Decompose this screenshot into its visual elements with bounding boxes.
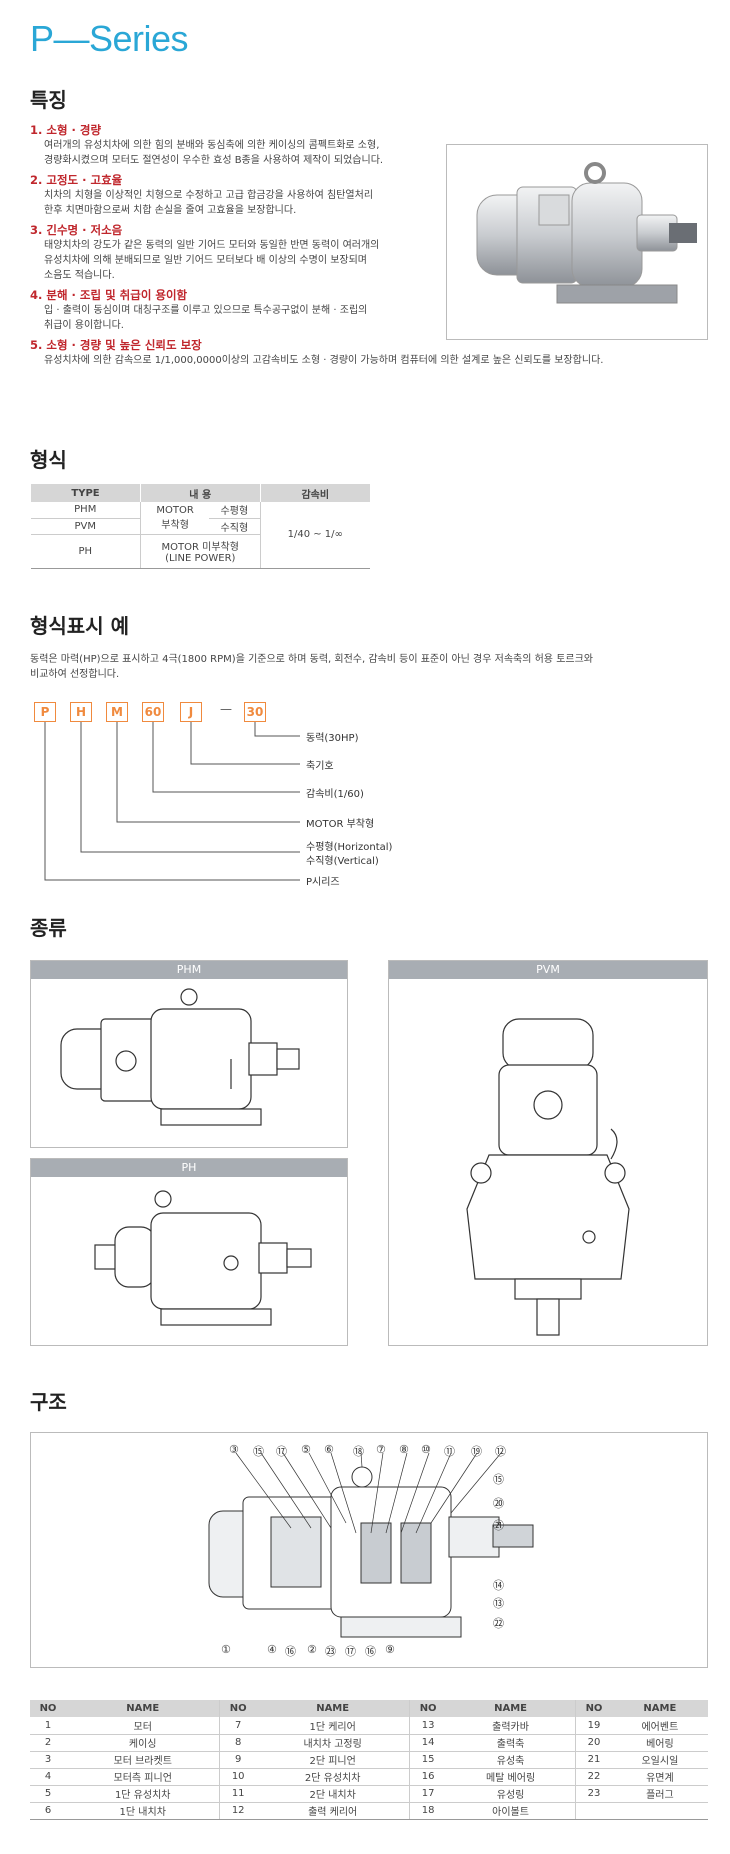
types-table: TYPE 내 용 감속비 PHM MOTOR 부착형 수평형 1/40 ~ 1/… bbox=[30, 484, 370, 569]
types-header-content: 내 용 bbox=[140, 484, 260, 502]
pvm-drawing bbox=[466, 1018, 630, 1336]
type-phm: PHM bbox=[30, 502, 141, 519]
page-title: P—Series bbox=[30, 18, 189, 59]
feature-4: 4. 분해 · 조립 및 취급이 용이함 입 · 출력이 동심이며 대칭구조를 … bbox=[30, 288, 368, 331]
ph-drawing bbox=[94, 1190, 312, 1326]
type-pvm: PVM bbox=[30, 518, 141, 535]
type-ph: PH bbox=[30, 534, 141, 569]
ratio-value: 1/40 ~ 1/∞ bbox=[260, 502, 370, 569]
example-description: 동력은 마력(HP)으로 표시하고 4극(1800 RPM)을 기준으로 하며 … bbox=[30, 654, 593, 680]
code-dash: — bbox=[220, 702, 232, 716]
phm-label: PHM bbox=[31, 961, 347, 979]
structure-right-callouts: ⑮ ⑳ ㉑ ⑭ ⑬ ㉒ bbox=[493, 1473, 504, 1630]
ph-panel: PH bbox=[30, 1158, 348, 1346]
gear-motor-illustration bbox=[476, 162, 697, 304]
pvm-panel: PVM bbox=[388, 960, 708, 1346]
structure-top-callouts: ③ ⑮ ⑰ ⑤ ⑥ ⑱ ⑦ ⑧ ⑩ ⑪ ⑲ ⑫ bbox=[229, 1443, 506, 1458]
kinds-heading: 종류 bbox=[30, 916, 67, 940]
structure-bottom-callouts: ① ④ ⑯ ② ㉓ ⑰ ⑯ ⑨ bbox=[221, 1643, 395, 1658]
phm-panel: PHM bbox=[30, 960, 348, 1148]
label-p-series: P시리즈 bbox=[306, 877, 340, 888]
code-leader-lines bbox=[44, 722, 300, 881]
example-heading: 형식표시 예 bbox=[30, 614, 129, 638]
structure-panel: ③ ⑮ ⑰ ⑤ ⑥ ⑱ ⑦ ⑧ ⑩ ⑪ ⑲ ⑫ ⑮ ⑳ ㉑ ⑭ ⑬ ㉒ ① ④ … bbox=[30, 1432, 708, 1668]
feature-2: 2. 고정도 · 고효율 치차의 치형을 이상적인 치형으로 수정하고 고급 합… bbox=[30, 173, 374, 216]
code-30: 30 bbox=[244, 702, 266, 722]
ph-label: PH bbox=[31, 1159, 347, 1177]
types-header-ratio: 감속비 bbox=[259, 484, 370, 502]
features-heading: 특징 bbox=[30, 88, 67, 112]
label-motor: MOTOR 부착형 bbox=[306, 819, 375, 830]
feature-5: 5. 소형 · 경량 및 높은 신뢰도 보장 유성치차에 의한 감속으로 1/1… bbox=[30, 338, 604, 366]
types-heading: 형식 bbox=[30, 448, 67, 472]
phm-drawing bbox=[60, 988, 300, 1126]
label-vertical: 수직형(Vertical) bbox=[306, 856, 379, 867]
feature-3: 3. 긴수명 · 저소음 태양치차의 강도가 같은 동력의 일반 기어드 모터와… bbox=[30, 223, 380, 281]
label-power: 동력(30HP) bbox=[306, 733, 359, 744]
pvm-label: PVM bbox=[389, 961, 707, 979]
structure-heading: 구조 bbox=[30, 1390, 67, 1414]
feature-1: 1. 소형 · 경량 여러개의 유성치차에 의한 힘의 분배와 동심축에 의한 … bbox=[30, 123, 384, 166]
code-j: J bbox=[180, 702, 202, 722]
code-60: 60 bbox=[142, 702, 164, 722]
structure-cross-section bbox=[208, 1452, 534, 1638]
code-m: M bbox=[106, 702, 128, 722]
features-list: 1. 소형 · 경량 여러개의 유성치차에 의한 힘의 분배와 동심축에 의한 … bbox=[30, 122, 603, 368]
types-header-type: TYPE bbox=[30, 484, 141, 502]
code-h: H bbox=[70, 702, 92, 722]
code-p: P bbox=[34, 702, 56, 722]
product-photo bbox=[446, 144, 708, 340]
label-shaft: 축기호 bbox=[306, 761, 334, 772]
label-horizontal: 수평형(Horizontal) bbox=[306, 842, 393, 853]
label-ratio: 감속비(1/60) bbox=[306, 789, 364, 800]
